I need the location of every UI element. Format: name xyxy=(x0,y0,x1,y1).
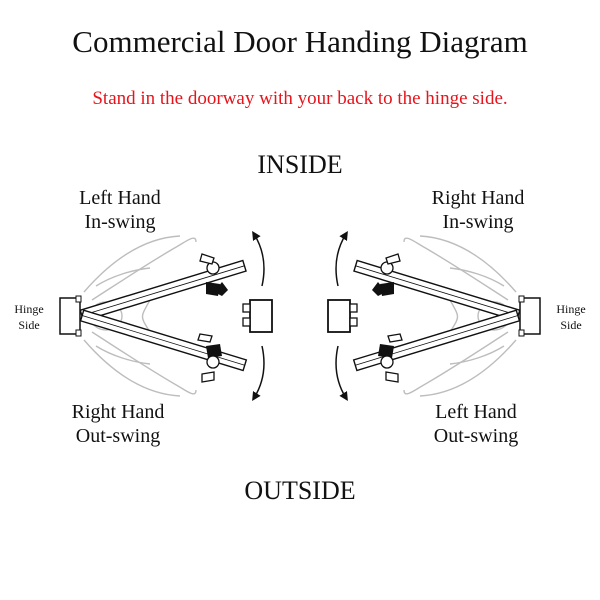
left-top-label-line2: In-swing xyxy=(84,211,156,233)
right-door-group xyxy=(327,230,541,402)
left-door-leaf-outswing xyxy=(79,309,248,372)
right-lever-bottom xyxy=(378,333,403,383)
outside-label: OUTSIDE xyxy=(244,476,356,505)
right-bottom-handing-label: Left Hand Out-swing xyxy=(386,400,566,448)
right-bottom-label-line2: Out-swing xyxy=(433,425,519,447)
right-strike-box xyxy=(327,299,351,333)
right-swing-arrow-top xyxy=(335,230,348,287)
left-door-group xyxy=(59,230,273,402)
right-swing-arrow-bottom xyxy=(335,345,348,402)
right-top-label-line1: Right Hand xyxy=(431,187,525,209)
right-top-label-line2: In-swing xyxy=(442,211,514,233)
left-strike-box xyxy=(249,299,273,333)
left-bottom-handing-label: Right Hand Out-swing xyxy=(28,400,208,448)
left-swing-arrow-top xyxy=(252,230,265,287)
left-hinge-label-line1: Hinge xyxy=(14,302,44,316)
right-door-leaf-outswing xyxy=(352,309,521,372)
left-lever-bottom xyxy=(197,333,222,383)
right-bottom-label-line1: Left Hand xyxy=(435,401,517,423)
left-bottom-label-line2: Out-swing xyxy=(75,425,161,447)
left-top-handing-label: Left Hand In-swing xyxy=(30,186,210,234)
right-top-handing-label: Right Hand In-swing xyxy=(388,186,568,234)
right-hinge-box xyxy=(519,297,541,335)
left-top-label-line1: Left Hand xyxy=(79,187,161,209)
right-lever-top xyxy=(372,253,401,296)
left-lever-top xyxy=(199,253,228,296)
diagram-title: Commercial Door Handing Diagram xyxy=(72,24,528,59)
right-hinge-side-label: Hinge Side xyxy=(541,301,600,333)
right-hinge-label-line2: Side xyxy=(560,318,582,332)
inside-label: INSIDE xyxy=(257,150,343,179)
left-person-sketch xyxy=(83,235,197,397)
left-swing-arrow-bottom xyxy=(252,345,265,402)
left-hinge-box xyxy=(59,297,81,335)
left-bottom-label-line1: Right Hand xyxy=(71,401,165,423)
left-hinge-label-line2: Side xyxy=(18,318,40,332)
instruction-text: Stand in the doorway with your back to t… xyxy=(92,88,508,109)
left-hinge-side-label: Hinge Side xyxy=(0,301,59,333)
right-hinge-label-line1: Hinge xyxy=(556,302,586,316)
